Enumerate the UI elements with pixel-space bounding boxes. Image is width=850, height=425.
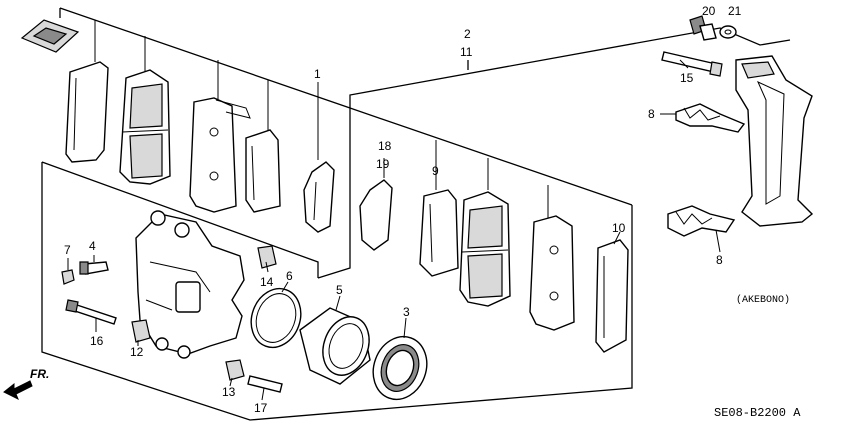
variant-note: (AKEBONO) bbox=[736, 294, 790, 306]
outer-shim-1 bbox=[65, 61, 109, 163]
callout-leaders bbox=[67, 59, 721, 401]
callout-3: 3 bbox=[403, 305, 410, 319]
callout-8-lower: 8 bbox=[716, 253, 723, 267]
callout-17: 17 bbox=[254, 401, 268, 415]
callout-19: 19 bbox=[376, 157, 390, 171]
guide-pin-17 bbox=[247, 375, 283, 393]
callout-13: 13 bbox=[222, 385, 236, 399]
callout-8-upper: 8 bbox=[648, 107, 655, 121]
callouts: 1 2 11 18 19 9 10 7 4 14 6 5 3 16 12 13 … bbox=[64, 4, 742, 415]
inner-shim-1 bbox=[245, 129, 281, 213]
frame-lines bbox=[41, 7, 791, 421]
pad-retainer-upper bbox=[675, 103, 746, 133]
callout-21: 21 bbox=[728, 4, 742, 18]
piston bbox=[299, 307, 371, 385]
callout-16: 16 bbox=[90, 334, 104, 348]
piston-seal bbox=[250, 287, 302, 349]
diagram-code: SE08-B2200 A bbox=[714, 406, 801, 420]
callout-4: 4 bbox=[89, 239, 96, 253]
brake-pad-inner-2 bbox=[529, 215, 575, 331]
front-label: FR. bbox=[30, 367, 49, 381]
outer-shim-2 bbox=[595, 239, 629, 353]
inner-shim-2 bbox=[419, 189, 459, 277]
bleeder-cap bbox=[61, 269, 75, 285]
callout-15: 15 bbox=[680, 71, 694, 85]
callout-14: 14 bbox=[260, 275, 274, 289]
pad-spring-2 bbox=[359, 179, 393, 251]
callout-5: 5 bbox=[336, 283, 343, 297]
pad-retainer-lower bbox=[667, 205, 736, 237]
guide-pin-bolt bbox=[65, 299, 117, 325]
callout-2: 2 bbox=[464, 27, 471, 41]
brake-pad-outer bbox=[119, 69, 171, 185]
bracket-bolt bbox=[689, 15, 717, 41]
callout-11: 11 bbox=[460, 45, 473, 59]
pin-boot-13 bbox=[225, 359, 245, 381]
caliper-bracket bbox=[735, 55, 814, 227]
front-direction-arrow: FR. bbox=[3, 367, 49, 401]
callout-12: 12 bbox=[130, 345, 144, 359]
pin-boot-lower bbox=[131, 319, 151, 343]
callout-7: 7 bbox=[64, 243, 71, 257]
guide-pin-15 bbox=[661, 51, 723, 77]
dust-boot bbox=[372, 335, 428, 401]
callout-1: 1 bbox=[314, 67, 321, 81]
pin-boot-upper bbox=[257, 245, 277, 269]
callout-18: 18 bbox=[378, 139, 392, 153]
washer bbox=[719, 25, 737, 39]
brake-pad-inner bbox=[189, 97, 251, 213]
caliper-body bbox=[135, 210, 245, 359]
callout-10: 10 bbox=[612, 221, 626, 235]
callout-20: 20 bbox=[702, 4, 716, 18]
callout-6: 6 bbox=[286, 269, 293, 283]
grease-packet bbox=[20, 19, 80, 53]
bleeder-screw bbox=[79, 261, 109, 275]
brake-pad-outer-2 bbox=[459, 191, 511, 307]
pad-spring-1 bbox=[303, 161, 335, 233]
callout-9: 9 bbox=[432, 164, 439, 178]
